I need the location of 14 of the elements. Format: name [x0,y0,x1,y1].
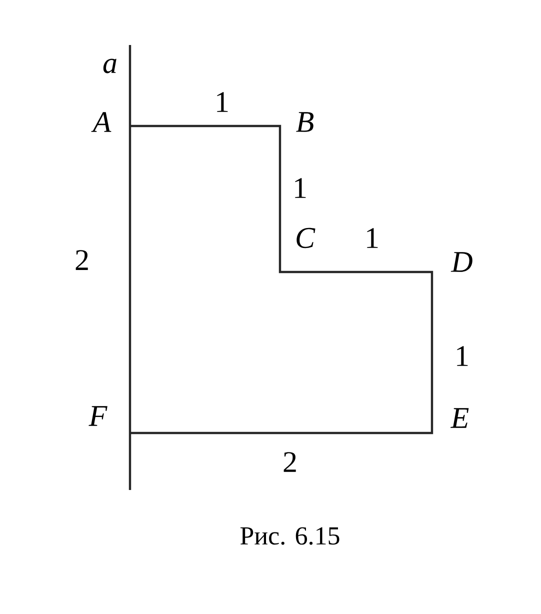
vertex-label: a [103,58,116,74]
vertex-label: D [450,252,472,272]
length-label: 1 [457,346,468,366]
length-label: 1 [295,178,306,198]
vertex-label: F [88,406,108,426]
length-label: 2 [284,452,296,472]
length-label: 1 [367,228,378,248]
vertex-label: A [91,112,112,132]
length-label: 2 [76,250,88,270]
vertex-label: E [450,408,469,428]
vertex-label: B [296,112,314,132]
vertex-label: C [296,228,316,248]
length-label: 1 [217,92,228,112]
caption: Рис. 6.15 [240,527,340,545]
